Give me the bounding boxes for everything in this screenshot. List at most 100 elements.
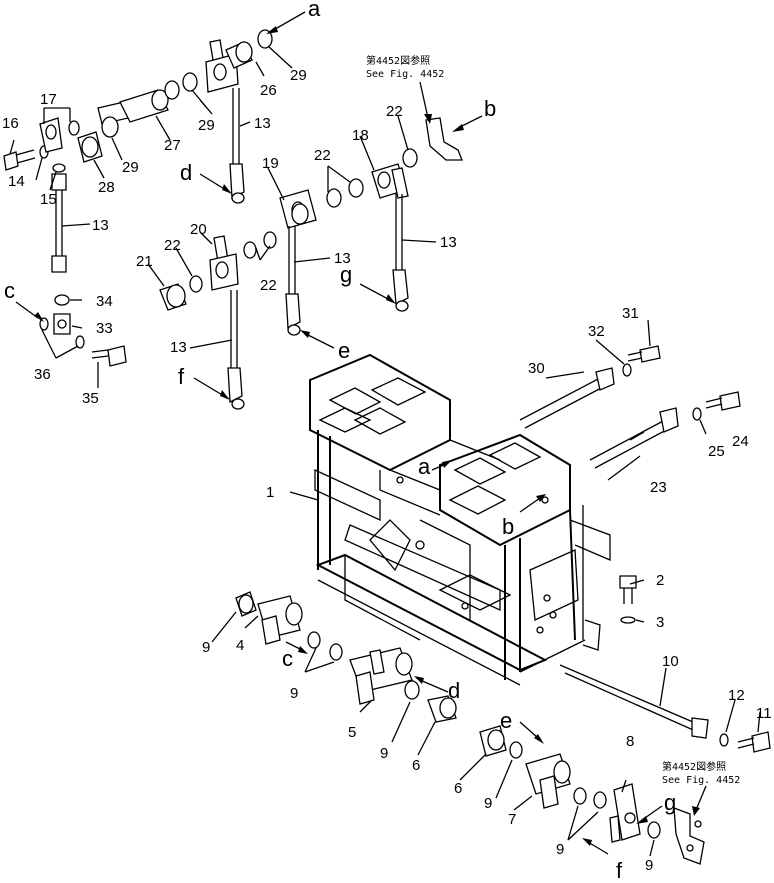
rod-13-top <box>229 88 245 204</box>
bushing-29b <box>164 72 198 100</box>
pin-10 <box>559 664 709 739</box>
callout-35: 35 <box>82 390 99 407</box>
bushing-22-b <box>243 241 257 259</box>
callout-6a: 6 <box>412 757 420 774</box>
washer-36b <box>75 335 85 349</box>
bolt-35 <box>91 345 127 367</box>
letter-references: a a b b c c d d e e f f g g <box>4 0 676 883</box>
bushing-9-h <box>647 821 661 839</box>
rod-13-right <box>392 194 409 312</box>
letter-g-bottom: g <box>664 790 676 815</box>
bushing-28 <box>77 131 103 163</box>
callout-21: 21 <box>136 253 153 270</box>
washer-12 <box>719 733 729 747</box>
bushing-9-c <box>329 643 343 661</box>
callout-25: 25 <box>708 443 725 460</box>
letter-g-mid: g <box>340 262 352 287</box>
callout-11: 11 <box>756 705 772 722</box>
washer-25 <box>692 407 702 421</box>
letter-f-bottom: f <box>616 858 623 883</box>
callout-34: 34 <box>96 293 113 310</box>
reference-arrows <box>15 11 707 855</box>
callout-32: 32 <box>588 323 605 340</box>
bushing-9-e <box>509 741 523 759</box>
bushing-6-b <box>479 725 507 757</box>
rod-13-mid-left <box>227 290 245 410</box>
callout-9d: 9 <box>484 795 492 812</box>
letter-c-left: c <box>4 278 15 303</box>
callout-36: 36 <box>34 366 51 383</box>
callout-9c: 9 <box>380 745 388 762</box>
bushing-29a <box>101 116 119 138</box>
letter-d-top: d <box>180 160 192 185</box>
nut-34 <box>54 294 70 306</box>
pin-30 <box>519 367 615 429</box>
callout-29b: 29 <box>198 117 215 134</box>
letter-b-top: b <box>484 96 496 121</box>
letter-e-shaft: e <box>500 708 512 733</box>
callout-9b: 9 <box>290 685 298 702</box>
rod-13-mid <box>285 226 301 336</box>
bracket-fig4452-bottom <box>673 807 705 865</box>
ref-bottom-en: See Fig. 4452 <box>662 775 740 786</box>
bushing-9-d <box>404 680 420 700</box>
callout-33: 33 <box>96 320 113 337</box>
letter-c-shaft: c <box>282 646 293 671</box>
callout-5: 5 <box>348 724 356 741</box>
callout-3: 3 <box>656 614 664 631</box>
callout-22d: 22 <box>260 277 277 294</box>
bracket-fig4452-top <box>425 117 463 161</box>
letter-f-mid: f <box>178 364 185 389</box>
callout-6b: 6 <box>454 780 462 797</box>
callout-1: 1 <box>266 484 274 501</box>
letter-e-mid: e <box>338 338 350 363</box>
callout-14: 14 <box>8 173 25 190</box>
callout-15: 15 <box>40 191 57 208</box>
callout-29a: 29 <box>290 67 307 84</box>
bushing-9-b <box>307 631 321 649</box>
callout-9a: 9 <box>202 639 210 656</box>
figure-reference-top: 第4452図参照 See Fig. 4452 <box>366 54 444 80</box>
bolt-24 <box>705 391 741 411</box>
callout-9f: 9 <box>645 857 653 874</box>
bushing-6-a <box>427 695 457 723</box>
callout-27: 27 <box>164 137 181 154</box>
bushing-22-d <box>326 188 342 208</box>
nut-15 <box>52 163 66 173</box>
letter-a-frame: a <box>418 454 431 479</box>
bushing-9-f <box>573 787 587 805</box>
callout-31: 31 <box>622 305 639 322</box>
bushing-9-top <box>235 591 257 617</box>
ref-top-en: See Fig. 4452 <box>366 69 444 80</box>
letter-a-top: a <box>308 0 321 21</box>
callout-17: 17 <box>40 91 57 108</box>
bushing-22-e <box>348 178 364 198</box>
lever-20 <box>209 235 239 291</box>
callout-7: 7 <box>508 811 516 828</box>
lever-18 <box>371 163 409 199</box>
figure-reference-bottom: 第4452図参照 See Fig. 4452 <box>662 760 740 786</box>
bolt-16 <box>3 149 36 171</box>
bushing-pair-a <box>68 120 80 136</box>
callout-8: 8 <box>626 733 634 750</box>
callout-22b: 22 <box>314 147 331 164</box>
callout-numbers: 1 2 3 4 5 6 6 7 8 9 9 9 9 9 9 10 11 12 1… <box>2 67 772 874</box>
shaft-27 <box>119 89 169 123</box>
callout-26: 26 <box>260 82 277 99</box>
callout-13e: 13 <box>170 339 187 356</box>
callout-23: 23 <box>650 479 667 496</box>
bushing-22-f <box>402 148 418 168</box>
callout-12: 12 <box>728 687 745 704</box>
ref-bottom-jp: 第4452図参照 <box>662 760 726 773</box>
callout-28: 28 <box>98 179 115 196</box>
washer-3 <box>620 616 636 624</box>
leader-lines <box>9 45 761 857</box>
callout-29c: 29 <box>122 159 139 176</box>
rod-13-left <box>51 173 67 273</box>
callout-20: 20 <box>190 221 207 238</box>
letter-b-frame: b <box>502 514 514 539</box>
bushing-29c <box>257 29 273 49</box>
callout-22c: 22 <box>164 237 181 254</box>
main-frame <box>309 353 611 686</box>
washer-32 <box>622 363 632 377</box>
